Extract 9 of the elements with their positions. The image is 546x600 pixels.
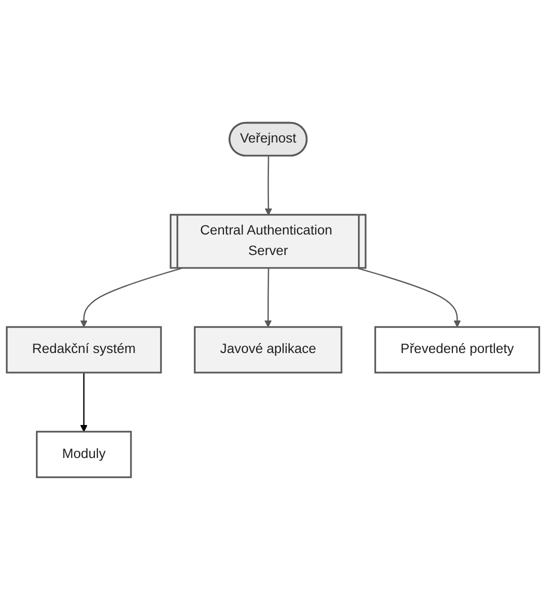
arrow xyxy=(358,268,461,328)
arrow xyxy=(264,268,272,328)
arrow xyxy=(264,156,272,216)
arrow xyxy=(80,268,182,328)
arrow xyxy=(80,372,88,432)
node-box: Javové aplikace xyxy=(194,326,342,374)
node-box: Převedené portlety xyxy=(374,326,540,374)
node-box: Moduly xyxy=(36,430,132,478)
node-box: Redakční systém xyxy=(6,326,162,374)
